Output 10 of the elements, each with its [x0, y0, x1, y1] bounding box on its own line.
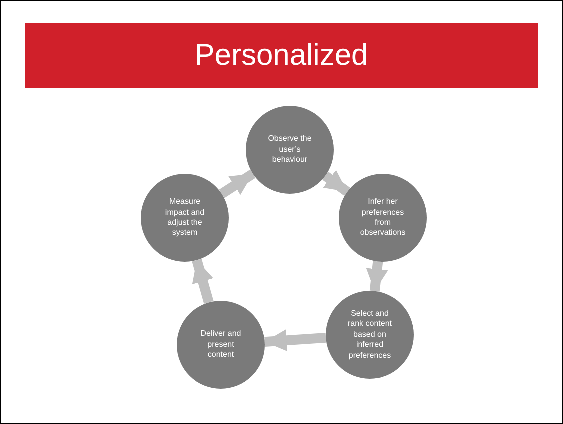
step-text: Observe the user’s behaviour	[267, 134, 313, 166]
step-text: Deliver and present content	[200, 329, 242, 361]
block-arrow	[366, 261, 388, 292]
block-arrow	[219, 170, 256, 198]
slide-title: Personalized	[194, 38, 368, 72]
block-arrow	[322, 170, 350, 196]
step-text: Measure impact and adjust the system	[164, 197, 206, 239]
block-arrow	[192, 258, 214, 304]
step-text: Infer her preferences from observations	[359, 197, 407, 239]
step-text: Select and rank content based on inferred preferences	[346, 309, 394, 361]
